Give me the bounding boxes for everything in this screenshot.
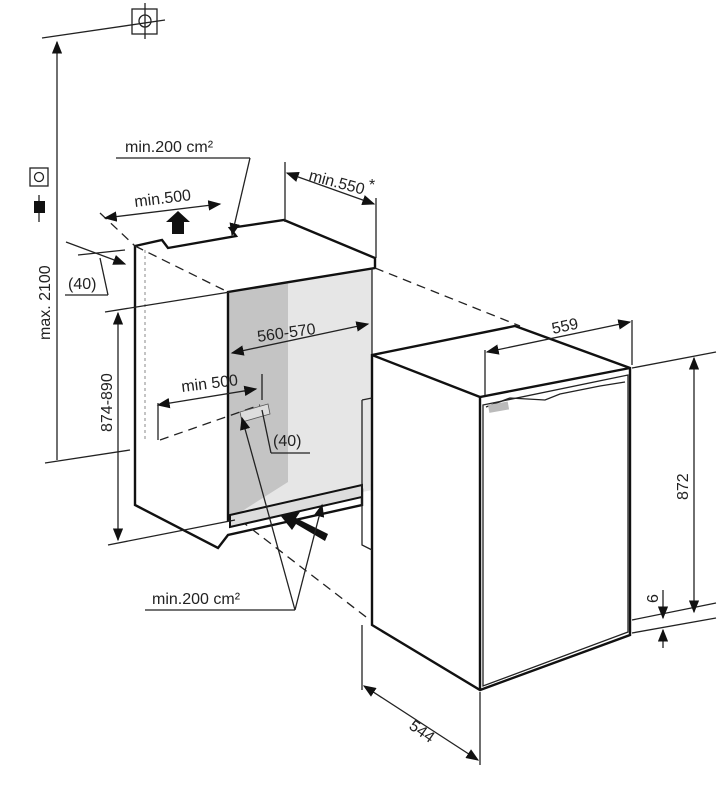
bottom-offset-label: (40) — [273, 433, 301, 450]
max-height-dimension: max. 2100 — [37, 40, 131, 464]
top-offset-label: (40) — [68, 276, 96, 293]
power-socket-icon — [29, 167, 49, 187]
appliance-height-label: 872 — [675, 473, 692, 500]
niche-height-label: 874-890 — [99, 373, 116, 432]
appliance-depth-label: 544 — [406, 717, 438, 746]
top-vent-arrow — [166, 211, 190, 234]
bottom-vent-arrow — [280, 512, 328, 541]
power-plug-icon — [34, 195, 45, 222]
top-vent-area-label: min.200 cm² — [125, 139, 214, 156]
niche-cabinet — [99, 212, 521, 621]
ceiling-mount-icon — [41, 3, 166, 39]
appliance-width-label: 559 — [550, 316, 580, 338]
appliance — [361, 324, 632, 692]
max-height-label: max. 2100 — [37, 265, 54, 340]
depth-note-label: * — [369, 177, 375, 194]
bottom-vent-area-label: min.200 cm² — [152, 591, 241, 608]
top-vent-width-label: min.500 — [133, 187, 192, 211]
plinth-gap-label: 6 — [645, 594, 662, 603]
